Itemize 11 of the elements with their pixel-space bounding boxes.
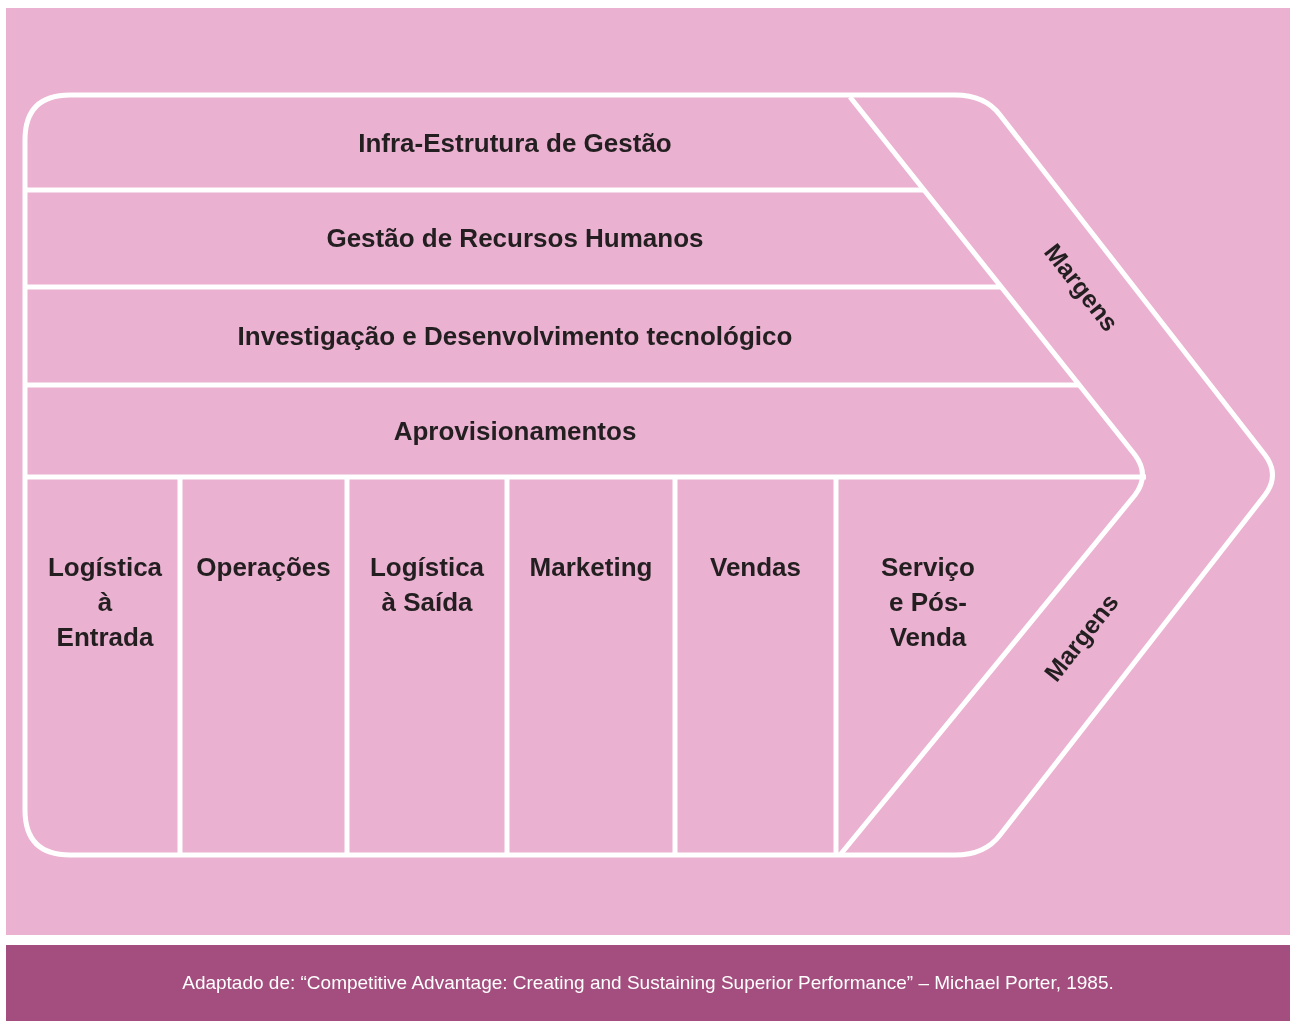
- support-activity-label: Aprovisionamentos: [393, 414, 637, 448]
- support-activity-label: Investigação e Desenvolvimento tecnológico: [237, 319, 793, 353]
- primary-activity-label: Logística à Entrada: [47, 551, 163, 654]
- primary-activity-label: Operações: [196, 551, 331, 584]
- primary-activity-label: Serviço e Pós-Venda: [881, 551, 975, 654]
- support-activity-label: Infra-Estrutura de Gestão: [358, 127, 672, 160]
- primary-activity-label: Vendas: [709, 551, 802, 584]
- support-activity-label: Gestão de Recursos Humanos: [326, 222, 704, 255]
- caption: Adaptado de: “Competitive Advantage: Creating and Sustaining Superior Performance” – Michael Porter, 1985.: [181, 971, 1115, 995]
- primary-activity-label: Marketing: [529, 551, 653, 584]
- primary-activity-label: Logística à Saída: [369, 551, 485, 619]
